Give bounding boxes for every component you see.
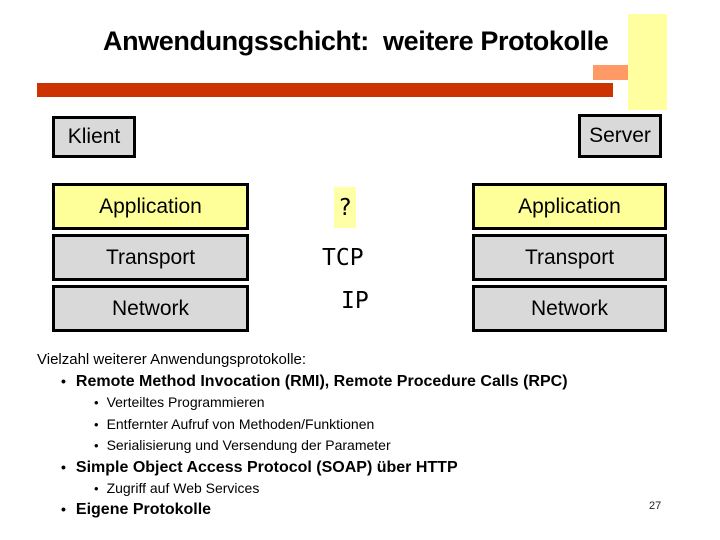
layer-label: Application xyxy=(518,194,621,218)
client-box: Klient xyxy=(52,116,136,158)
bullet-list: Vielzahl weiterer Anwendungsprotokolle: … xyxy=(37,348,702,521)
bullet-icon: • xyxy=(94,438,99,454)
bullet-text: Zugriff auf Web Services xyxy=(106,480,260,497)
bullet-text: Verteiltes Programmieren xyxy=(106,394,265,411)
layer-label: Transport xyxy=(105,245,196,269)
decor-orange-bar xyxy=(593,65,628,80)
decor-yellow-bar xyxy=(628,14,667,110)
bullet-icon: • xyxy=(94,395,99,411)
ip-label: IP xyxy=(341,288,369,314)
server-layer-network: Network xyxy=(472,285,667,332)
bullet-text: Simple Object Access Protocol (SOAP) übe… xyxy=(75,458,458,476)
bullet-icon: • xyxy=(61,458,66,475)
bullet-text: Remote Method Invocation (RMI), Remote P… xyxy=(75,373,568,390)
client-layer-network: Network xyxy=(52,285,249,332)
slide-title: Anwendungsschicht: weitere Protokolle xyxy=(103,26,609,56)
bullet-item: • Zugriff auf Web Services xyxy=(37,478,702,499)
server-box: Server xyxy=(578,114,662,158)
bullet-item: • Verteiltes Programmieren xyxy=(37,392,702,413)
decor-red-rule xyxy=(37,83,613,97)
bullet-icon: • xyxy=(61,501,66,518)
layer-label: Transport xyxy=(524,245,615,269)
bullet-text: Entfernter Aufruf von Methoden/Funktione… xyxy=(106,415,375,432)
page-number: 27 xyxy=(649,500,662,512)
bullet-item: • Eigene Protokolle xyxy=(37,499,702,520)
tcp-label: TCP xyxy=(322,245,364,271)
server-layer-application: Application xyxy=(472,183,667,230)
client-layer-transport: Transport xyxy=(52,234,249,281)
bullet-item: • Entfernter Aufruf von Methoden/Funktio… xyxy=(37,414,702,435)
bullet-item: • Remote Method Invocation (RMI), Remote… xyxy=(37,371,702,392)
application-protocol-unknown-label: ? xyxy=(334,187,356,228)
bullet-icon: • xyxy=(94,416,99,432)
bullet-text: Serialisierung und Versendung der Parame… xyxy=(106,437,391,454)
layer-label: Application xyxy=(99,194,202,218)
question-mark: ? xyxy=(338,194,352,221)
client-label: Klient xyxy=(67,125,121,148)
bullet-text: Eigene Protokolle xyxy=(75,501,212,519)
layer-label: Network xyxy=(530,296,609,320)
client-layer-application: Application xyxy=(52,183,249,230)
bullet-item: • Simple Object Access Protocol (SOAP) ü… xyxy=(37,457,702,478)
bullet-icon: • xyxy=(61,373,66,389)
bullet-item: • Serialisierung und Versendung der Para… xyxy=(37,435,702,456)
server-layer-transport: Transport xyxy=(472,234,667,281)
bullet-intro: Vielzahl weiterer Anwendungsprotokolle: xyxy=(37,351,307,368)
bullet-icon: • xyxy=(94,481,99,497)
server-label: Server xyxy=(589,124,651,147)
layer-label: Network xyxy=(111,296,190,320)
